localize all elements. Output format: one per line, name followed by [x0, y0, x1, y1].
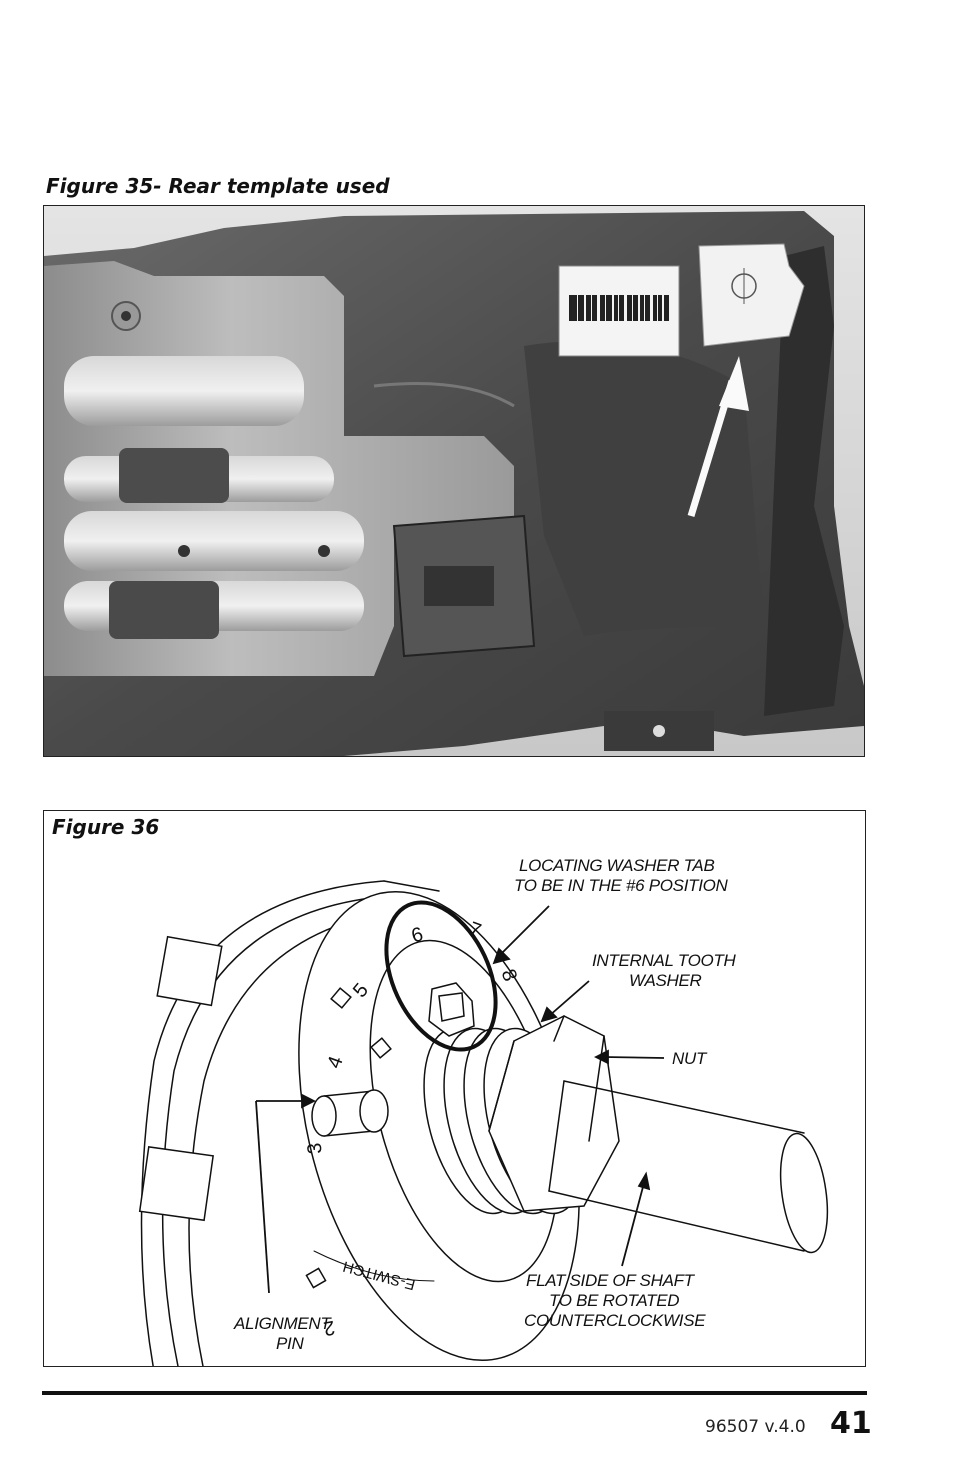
- callout-flat-side-line1: FLAT SIDE OF SHAFT: [526, 1271, 696, 1290]
- page-number: 41: [830, 1406, 872, 1441]
- rotary-switch-illustration: 2 3 4 5 6 7 8 E-SWITCH LOCATING WASHER T…: [138, 856, 829, 1366]
- dial-number-2: 2: [322, 1316, 337, 1340]
- callout-locating-washer-line2: TO BE IN THE #6 POSITION: [514, 876, 729, 895]
- callout-alignment-line1: ALIGNMENT: [233, 1314, 332, 1333]
- document-code: 96507 v.4.0: [705, 1417, 806, 1437]
- callout-flat-side-line2: TO BE ROTATED: [549, 1291, 679, 1310]
- callout-internal-tooth-line2: WASHER: [629, 971, 702, 990]
- callout-internal-tooth-line1: INTERNAL TOOTH: [592, 951, 736, 970]
- figure-36-diagram: 2 3 4 5 6 7 8 E-SWITCH LOCATING WASHER T…: [43, 810, 866, 1367]
- callout-alignment-line2: PIN: [276, 1334, 304, 1353]
- callout-nut: NUT: [672, 1049, 708, 1068]
- callout-flat-side-line3: COUNTERCLOCKWISE: [524, 1311, 706, 1330]
- callout-locating-washer-line1: LOCATING WASHER TAB: [519, 856, 715, 875]
- footer-rule: [42, 1391, 867, 1395]
- figure-36-caption: Figure 36: [52, 815, 160, 839]
- dial-number-3: 3: [304, 1142, 327, 1155]
- rear-template-photo: [44, 206, 864, 756]
- figure-35-caption: Figure 35- Rear template used: [46, 174, 390, 198]
- figure-35-photo: [43, 205, 865, 757]
- dial-number-6: 6: [409, 923, 425, 947]
